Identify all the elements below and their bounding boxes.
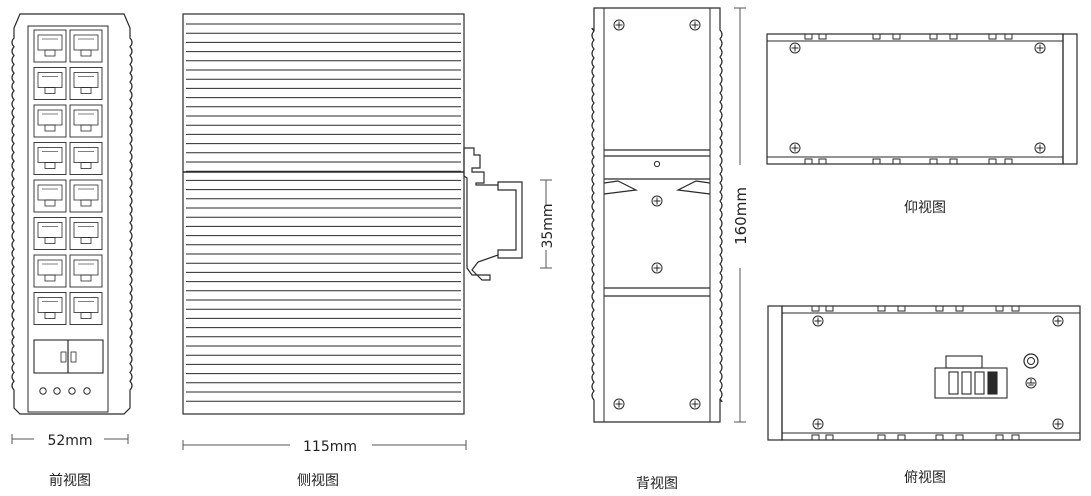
screw-icon <box>651 195 663 207</box>
clip-band-wing-left <box>603 180 639 195</box>
front-view-drawing <box>11 13 133 415</box>
back-screws <box>613 19 701 410</box>
heatsink-fins <box>183 23 464 402</box>
rail-height-label: 35mm <box>540 203 556 248</box>
rj45-port-icon <box>69 292 103 325</box>
bottom-view-caption: 仰视图 <box>904 200 946 216</box>
back-view-caption: 背视图 <box>636 476 678 492</box>
side-view-drawing <box>182 13 523 415</box>
power-terminal-block <box>934 355 1008 399</box>
height-dimension <box>734 7 746 423</box>
rj45-port-icon <box>69 67 103 100</box>
top-end-cap <box>767 305 783 441</box>
screw-icon <box>789 42 801 54</box>
side-view-caption: 侧视图 <box>297 473 339 489</box>
screw-icon <box>613 19 625 31</box>
screw-icon <box>689 398 701 410</box>
screw-icon <box>812 418 824 430</box>
screw-icon <box>651 262 663 274</box>
bottom-view-drawing <box>766 33 1078 165</box>
front-panel-face <box>27 25 109 413</box>
front-width-dimension <box>11 434 129 444</box>
top-screws <box>812 315 1064 430</box>
rj45-port-icon <box>33 104 67 138</box>
top-notches <box>811 306 1020 440</box>
screw-icon <box>789 142 801 154</box>
screw-icon <box>1052 315 1064 327</box>
top-housing-outline <box>781 305 1081 441</box>
rj45-port-icon <box>33 292 67 325</box>
side-housing-outline <box>182 13 465 415</box>
screw-icon <box>1052 418 1064 430</box>
bottom-end-cap <box>1062 33 1078 165</box>
clip-band-wing-right <box>675 180 711 195</box>
led-icon <box>83 387 91 395</box>
rj45-port-icon <box>33 142 67 175</box>
bottom-housing-outline <box>766 33 1064 165</box>
fiber-slot-right <box>70 351 77 363</box>
rj45-port-icon <box>69 254 103 288</box>
din-rail-clip <box>463 147 523 281</box>
screw-icon <box>689 19 701 31</box>
rj45-port-icon <box>69 217 103 250</box>
screw-icon <box>613 398 625 410</box>
ground-icon <box>1025 377 1037 389</box>
clip-hole <box>653 160 661 168</box>
bottom-notches <box>804 34 1013 164</box>
ground-screw-icon <box>1023 353 1039 369</box>
top-view-drawing <box>767 305 1081 441</box>
rj45-port-icon <box>69 104 103 138</box>
screw-icon <box>812 315 824 327</box>
rj45-port-icon <box>69 29 103 63</box>
fiber-slot-left <box>60 351 67 363</box>
rj45-port-icon <box>33 29 67 63</box>
bottom-screws <box>789 42 1046 154</box>
rj45-port-icon <box>33 217 67 250</box>
screw-icon <box>1034 42 1046 54</box>
top-view-caption: 俯视图 <box>904 470 946 486</box>
back-view-drawing <box>591 7 723 423</box>
back-housing-outline <box>591 7 723 423</box>
back-panel-face <box>603 7 711 423</box>
front-width-label: 52mm <box>47 433 92 449</box>
front-housing-outline <box>11 13 133 415</box>
rj45-port-icon <box>69 179 103 213</box>
rj45-port-icon <box>33 254 67 288</box>
status-led-row <box>39 387 91 395</box>
front-view-caption: 前视图 <box>49 472 91 489</box>
rj45-port-grid <box>33 29 103 325</box>
side-depth-dimension <box>182 440 467 450</box>
side-depth-label: 115mm <box>303 439 357 455</box>
rail-height-dimension <box>540 179 552 269</box>
led-icon <box>68 387 76 395</box>
height-label: 160mm <box>732 187 750 245</box>
rj45-port-icon <box>33 179 67 213</box>
led-icon <box>39 387 47 395</box>
screw-icon <box>1034 142 1046 154</box>
rj45-port-icon <box>69 142 103 175</box>
rj45-port-icon <box>33 67 67 100</box>
ground-screw-inner <box>1027 357 1035 365</box>
din-rail-profile <box>497 185 517 255</box>
led-icon <box>53 387 61 395</box>
